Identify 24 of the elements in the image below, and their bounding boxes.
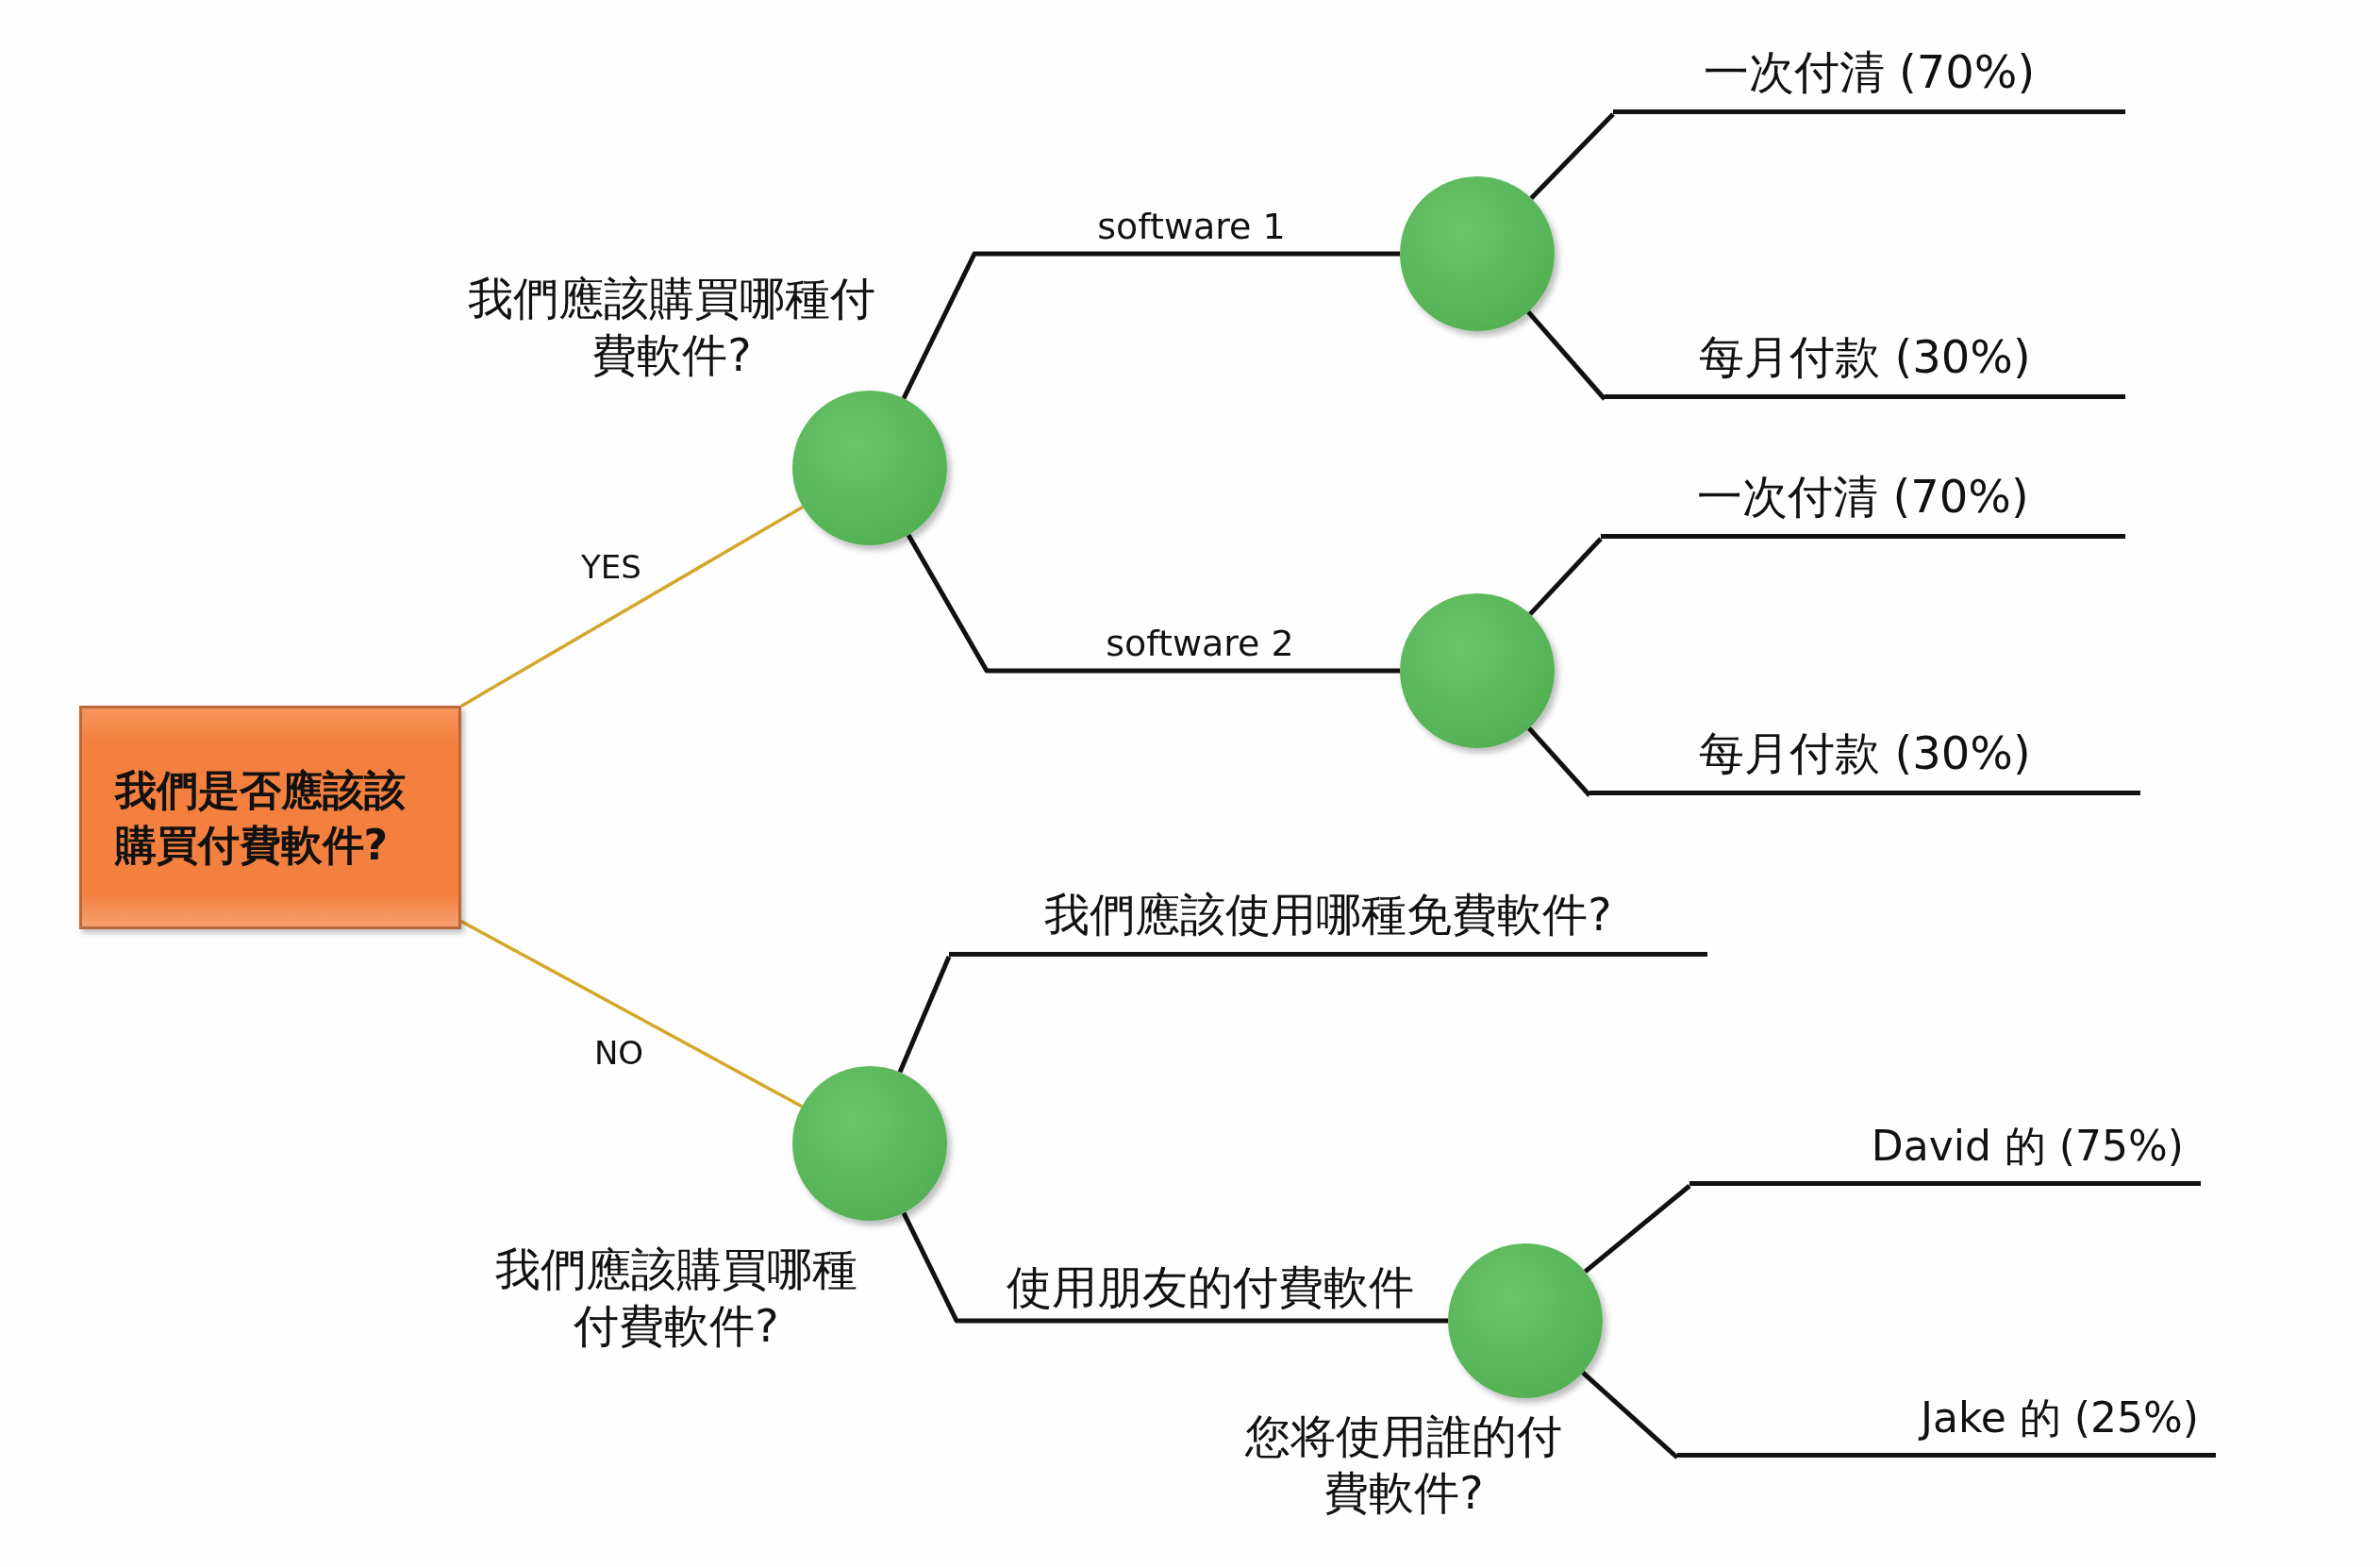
connector-line	[897, 956, 952, 1074]
connector-line	[460, 920, 803, 1109]
outcome-label: 我們應該使用哪種免費軟件?	[1044, 888, 1612, 942]
outcome-label: 一次付清 (70%)	[1697, 470, 2029, 525]
question-text: 我們是否應該該購買付費軟件?	[114, 765, 407, 871]
connector-line	[1528, 537, 1603, 616]
connector-line	[1526, 310, 1606, 401]
outcome-label: 每月付款 (30%)	[1699, 726, 2031, 781]
connector-line	[460, 505, 805, 708]
question-label: 您将使用誰的付費軟件?	[1244, 1409, 1563, 1521]
connector-line	[901, 251, 1400, 400]
connector-line	[1527, 726, 1591, 797]
outcome-label: 一次付清 (70%)	[1703, 45, 2036, 100]
connector-line	[1583, 1184, 1691, 1274]
connector-line	[1529, 112, 1615, 200]
root-question-box	[79, 706, 461, 929]
connector-line	[901, 1211, 1448, 1324]
connector-line	[1581, 1371, 1679, 1459]
connector-line	[906, 533, 1400, 674]
outcome-label: Jake 的 (25%)	[1920, 1393, 2199, 1443]
outcome-label: 每月付款 (30%)	[1699, 330, 2031, 385]
question-label: 我們應該購買哪種付費軟件?	[467, 271, 876, 383]
question-label: 我們應該購買哪種付費軟件?	[494, 1242, 858, 1354]
outcome-label: David 的 (75%)	[1871, 1122, 2184, 1172]
